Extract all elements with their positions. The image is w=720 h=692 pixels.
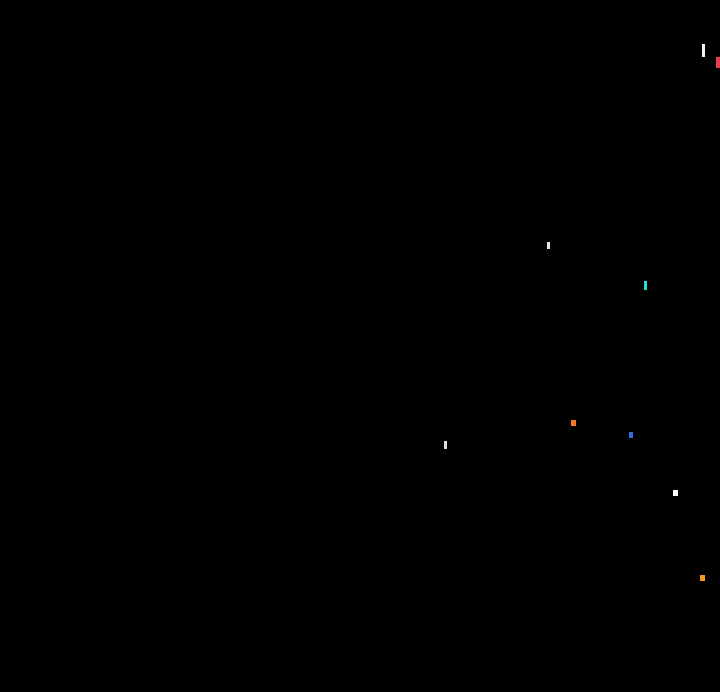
white-cursor-bar bbox=[702, 44, 705, 57]
orange-speck-2 bbox=[700, 575, 705, 581]
white-speck-1 bbox=[547, 242, 550, 249]
white-speck-3 bbox=[673, 490, 678, 496]
cyan-speck bbox=[644, 281, 647, 290]
orange-speck-1 bbox=[571, 420, 576, 426]
red-edge-speck bbox=[716, 57, 720, 68]
blue-speck bbox=[629, 432, 633, 438]
white-speck-2 bbox=[444, 441, 447, 449]
